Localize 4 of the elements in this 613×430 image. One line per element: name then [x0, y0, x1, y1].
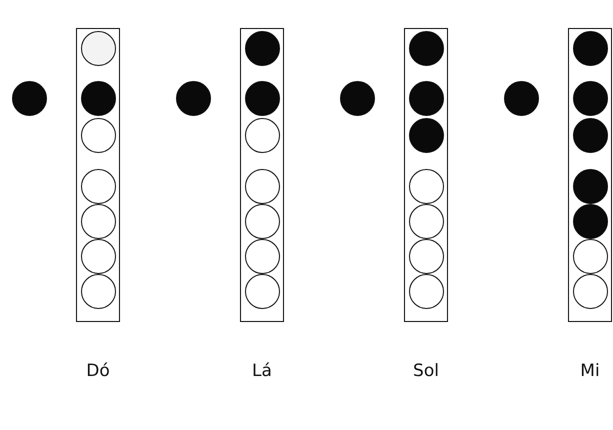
note-name: Mi [580, 361, 600, 381]
note-name: Lá [252, 361, 272, 381]
note-name: Sol [413, 361, 439, 381]
note-name: Dó [86, 361, 110, 381]
